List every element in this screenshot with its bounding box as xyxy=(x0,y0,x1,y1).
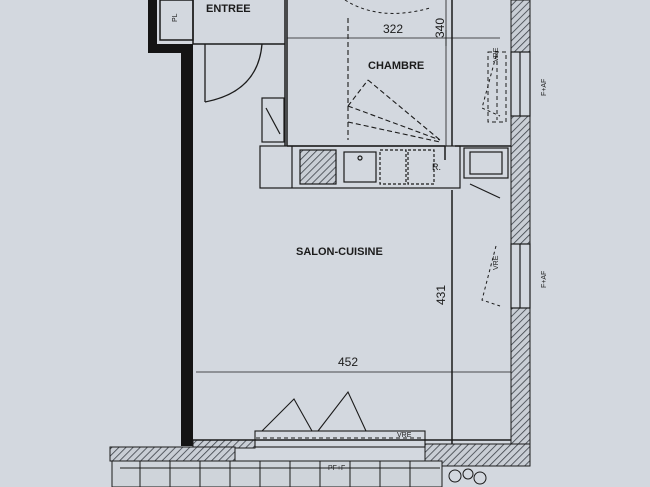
left-wall xyxy=(148,0,193,446)
exterior-wall xyxy=(109,0,531,467)
dimension-chambre-depth: 340 xyxy=(433,17,447,38)
dimension-lines xyxy=(196,0,511,373)
dimension-chambre-width: 322 xyxy=(383,22,404,36)
dimension-salon-width: 452 xyxy=(338,355,359,369)
chambre-door xyxy=(347,18,441,143)
vre-label-right-mid: VRE xyxy=(493,255,500,270)
vre-label-right-top: VRE xyxy=(493,47,500,62)
vre-label-bottom: VRE xyxy=(397,432,412,439)
room-label-pl: PL xyxy=(172,13,179,22)
shutter-right xyxy=(481,55,501,307)
window-label-top: F+AF xyxy=(541,78,548,96)
kitchen-counter xyxy=(259,97,509,199)
window-mid xyxy=(510,243,531,309)
dimension-salon-depth: 431 xyxy=(434,284,448,305)
kitchen-label-r: R. xyxy=(432,162,441,172)
door-label-balcony: PF+F xyxy=(328,465,346,472)
arc-top xyxy=(344,0,431,14)
partitions xyxy=(159,0,511,444)
window-top xyxy=(510,51,531,117)
window-label-mid: F+AF xyxy=(541,270,548,288)
balcony xyxy=(111,460,487,487)
room-label-salon: SALON-CUISINE xyxy=(296,246,383,258)
room-label-entree: ENTREE xyxy=(206,3,251,15)
room-label-chambre: CHAMBRE xyxy=(368,60,425,72)
wardrobe xyxy=(487,51,507,123)
entree-door xyxy=(204,43,263,103)
balcony-doors xyxy=(254,390,426,448)
